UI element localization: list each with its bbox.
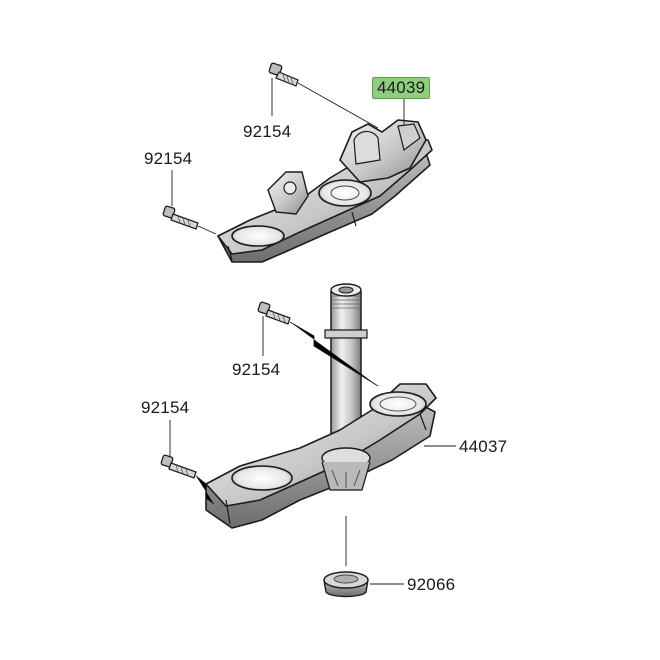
stem-cap[interactable] [323,571,369,598]
upper-left-fork-hole [231,225,285,247]
upper-bolt-top[interactable] [268,62,299,87]
part-label-lower-bracket[interactable]: 44037 [459,437,508,456]
upper-bolt-left[interactable] [162,205,199,230]
part-label-upper-bolt-left[interactable]: 92154 [144,149,193,168]
lower-triple-clamp[interactable] [205,383,437,529]
lower-bolt-top[interactable] [257,301,291,325]
upper-triple-clamp[interactable] [217,119,433,263]
lower-left-fork-hole [231,465,293,491]
leader-lower-bolt-left [195,475,215,505]
leader-upper-bolt-left [197,225,217,235]
upper-stem-hole [318,179,372,207]
lower-right-fork-hole [369,391,427,417]
part-label-upper-bolt-top[interactable]: 92154 [243,122,292,141]
part-label-lower-bolt-left[interactable]: 92154 [141,398,190,417]
leader-lower-bolt-top [289,321,379,387]
part-label-lower-bolt-top[interactable]: 92154 [232,360,281,379]
part-label-stem-cap[interactable]: 92066 [407,575,456,594]
part-label-upper-bracket[interactable]: 44039 [372,77,431,99]
leader-upper-bolt-top [297,82,379,129]
lower-bolt-left[interactable] [160,454,197,479]
